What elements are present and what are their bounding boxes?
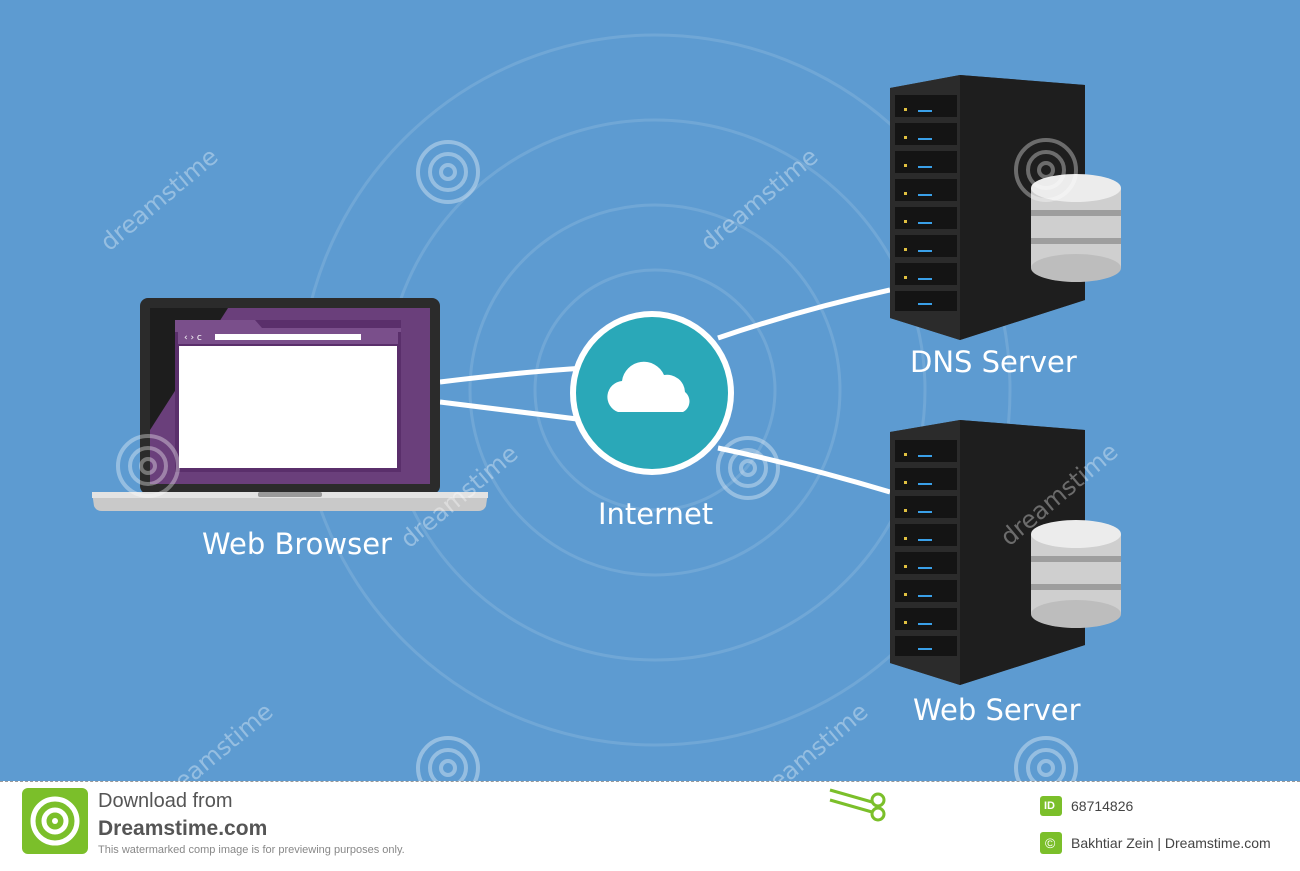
download-line: Download from — [98, 790, 233, 812]
scissors-icon — [829, 788, 886, 822]
link-browser-internet-bottom — [439, 399, 586, 423]
link-browser-internet-top — [439, 365, 586, 385]
disclaimer: This watermarked comp image is for previ… — [98, 844, 405, 856]
web-server-label: Web Server — [913, 693, 1081, 727]
id-badge-icon — [1040, 796, 1062, 816]
image-credit: Bakhtiar Zein | Dreamstime.com — [1071, 835, 1271, 851]
id-badge-label: ID — [1044, 800, 1055, 812]
browser-nav-controls: ‹ › c — [184, 333, 202, 343]
image-id: 68714826 — [1071, 798, 1134, 814]
link-internet-webserver — [717, 445, 891, 495]
network-links — [439, 287, 891, 495]
watermark-spirals — [116, 138, 1078, 781]
watermark-footer: Download from Dreamstime.com This waterm… — [0, 781, 1300, 871]
web-browser-label: Web Browser — [202, 527, 392, 561]
internet-label: Internet — [598, 497, 714, 531]
cloud-icon — [570, 311, 734, 475]
database-icon — [1031, 520, 1121, 628]
footer-graphics — [22, 788, 1062, 854]
diagram-graphics: ‹ › c — [92, 33, 1121, 781]
dreamstime-logo-icon — [22, 788, 88, 854]
laptop-icon — [92, 298, 488, 511]
server-rack-icon — [890, 75, 1085, 340]
copyright-icon — [1040, 832, 1062, 854]
diagram-canvas: ‹ › c — [0, 0, 1300, 781]
database-icon — [1031, 174, 1121, 282]
dns-server-label: DNS Server — [910, 345, 1077, 379]
site-name: Dreamstime.com — [98, 817, 268, 840]
copyright-symbol: © — [1045, 835, 1056, 851]
link-internet-dns — [717, 287, 891, 341]
